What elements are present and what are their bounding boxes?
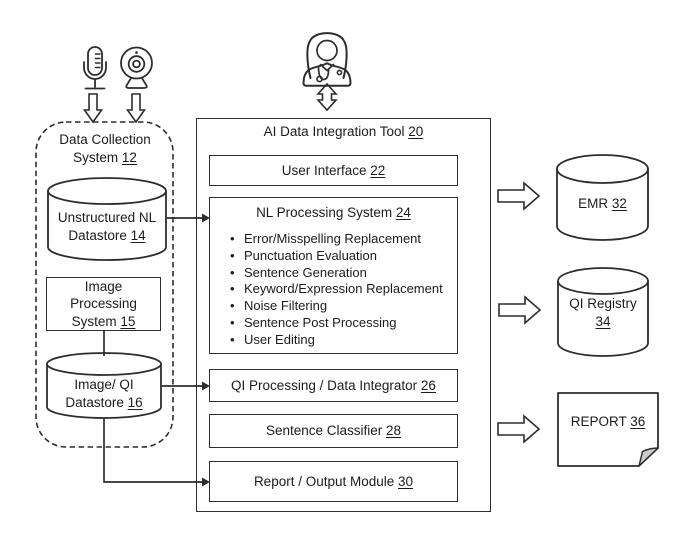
image-qi-datastore-text: Image/ QI Datastore xyxy=(65,377,134,410)
list-item: User Editing xyxy=(230,332,457,349)
list-item: Error/Misspelling Replacement xyxy=(230,231,457,248)
cylinder-body xyxy=(46,364,162,419)
report-label: REPORT 36 xyxy=(558,413,658,431)
sentence-classifier-text: Sentence Classifier xyxy=(265,423,383,439)
clinician-hair xyxy=(306,32,348,79)
connector-qi-datastore-to-report-module xyxy=(103,418,210,487)
qi-processing-data-integrator-text: QI Processing / Data Integrator xyxy=(231,377,418,393)
unstructured-nl-datastore-ref: 14 xyxy=(130,227,146,243)
user-interface-text: User Interface xyxy=(281,162,367,178)
report-output-module-text: Report / Output Module xyxy=(253,473,395,489)
nl-processing-system-label: NL Processing System 24 xyxy=(210,204,457,222)
cylinder-body xyxy=(47,191,167,261)
sentence-classifier-box: Sentence Classifier 28 xyxy=(209,414,458,448)
cylinder-top xyxy=(46,352,162,376)
clinician-badge xyxy=(336,69,343,76)
ai-data-integration-tool-title: AI Data Integration Tool 20 xyxy=(196,123,491,141)
sentence-classifier-label: Sentence Classifier 28 xyxy=(266,422,401,440)
unstructured-nl-datastore-text: Unstructured NL Datastore xyxy=(57,210,157,243)
nl-processing-system-text: NL Processing System xyxy=(256,205,393,220)
data-collection-system-label: Data Collection System 12 xyxy=(40,131,170,167)
qi-registry-label: QI Registry 34 xyxy=(563,295,643,330)
connector-arrowhead xyxy=(202,213,210,223)
webcam-input-arrow xyxy=(125,93,147,124)
unstructured-nl-datastore-label: Unstructured NL Datastore 14 xyxy=(52,209,162,244)
clinician-icon xyxy=(302,32,352,87)
ai-data-integration-tool-text: AI Data Integration Tool xyxy=(263,124,405,139)
ai-data-integration-tool-ref: 20 xyxy=(408,124,424,139)
user-interaction-arrow xyxy=(316,82,338,112)
clinician-stethoscope-chestpiece xyxy=(316,75,323,83)
webcam-lens-inner xyxy=(132,59,141,69)
report-output-module-box: Report / Output Module 30 xyxy=(209,461,458,502)
output-arrow-report xyxy=(497,414,541,444)
connector-line xyxy=(103,418,203,483)
document-fold xyxy=(638,447,659,467)
nl-processing-system-box: NL Processing System 24 Error/Misspellin… xyxy=(209,197,458,354)
cylinder-top xyxy=(556,154,649,184)
cylinder-top xyxy=(47,177,167,205)
emr-label: EMR 32 xyxy=(557,195,648,213)
list-item: Noise Filtering xyxy=(230,298,457,315)
qi-processing-data-integrator-ref: 26 xyxy=(420,377,436,393)
webcam-housing xyxy=(120,46,153,80)
emr-text: EMR xyxy=(578,196,609,211)
report-text: REPORT xyxy=(570,414,627,429)
list-item: Keyword/Expression Replacement xyxy=(230,281,457,298)
nl-processing-feature-list: Error/Misspelling Replacement Punctuatio… xyxy=(210,231,457,349)
connector-arrowhead xyxy=(202,477,210,487)
image-processing-system-box: Image Processing System 15 xyxy=(46,277,161,331)
mic-input-arrow xyxy=(82,93,104,124)
qi-registry-ref: 34 xyxy=(595,313,611,329)
qi-registry-cylinder xyxy=(557,267,649,357)
list-item: Sentence Post Processing xyxy=(230,315,457,332)
webcam-icon xyxy=(120,46,153,89)
mic-grill-lines xyxy=(94,53,101,69)
image-processing-system-ref: 15 xyxy=(120,313,136,329)
report-document xyxy=(557,392,659,467)
user-interface-ref: 22 xyxy=(370,162,386,178)
list-item: Punctuation Evaluation xyxy=(230,248,457,265)
data-collection-boundary xyxy=(35,121,174,448)
connector-arrowhead xyxy=(202,381,210,391)
clinician-stethoscope-tube xyxy=(317,65,330,81)
cylinder-body xyxy=(557,281,649,357)
webcam-indicator-dot xyxy=(135,51,138,54)
cylinder-body xyxy=(556,169,649,241)
qi-processing-data-integrator-box: QI Processing / Data Integrator 26 xyxy=(209,369,458,402)
image-processing-system-label: Image Processing System 15 xyxy=(52,278,156,331)
cylinder-top xyxy=(557,267,649,295)
output-arrow-emr xyxy=(497,181,541,211)
webcam-stand xyxy=(125,77,148,89)
image-processing-system-text: Image Processing System xyxy=(70,278,137,329)
report-output-module-ref: 30 xyxy=(398,473,414,489)
unstructured-nl-datastore-cylinder xyxy=(47,177,167,261)
qi-processing-data-integrator-label: QI Processing / Data Integrator 26 xyxy=(231,377,436,395)
webcam-lens-outer xyxy=(127,55,146,73)
emr-cylinder xyxy=(556,154,649,241)
mic-capsule xyxy=(87,46,103,76)
report-output-module-label: Report / Output Module 30 xyxy=(254,473,413,491)
clinician-collar xyxy=(319,63,335,72)
qi-registry-text: QI Registry xyxy=(569,296,637,311)
output-arrow-qi-registry xyxy=(498,295,542,325)
user-interface-label: User Interface 22 xyxy=(282,162,386,180)
image-qi-datastore-label: Image/ QI Datastore 16 xyxy=(57,376,151,411)
data-collection-system-ref: 12 xyxy=(121,150,137,165)
report-ref: 36 xyxy=(630,414,646,429)
data-collection-system-text: Data Collection System xyxy=(59,132,151,165)
nl-processing-system-ref: 24 xyxy=(395,205,411,220)
image-qi-datastore-cylinder xyxy=(46,352,162,419)
user-interface-box: User Interface 22 xyxy=(209,155,458,186)
clinician-face xyxy=(316,39,338,62)
image-qi-datastore-ref: 16 xyxy=(127,394,143,410)
ai-data-integration-tool-box xyxy=(196,118,491,512)
sentence-classifier-ref: 28 xyxy=(386,423,402,439)
list-item: Sentence Generation xyxy=(230,265,457,282)
emr-ref: 32 xyxy=(611,196,627,211)
microphone-icon xyxy=(83,46,107,90)
